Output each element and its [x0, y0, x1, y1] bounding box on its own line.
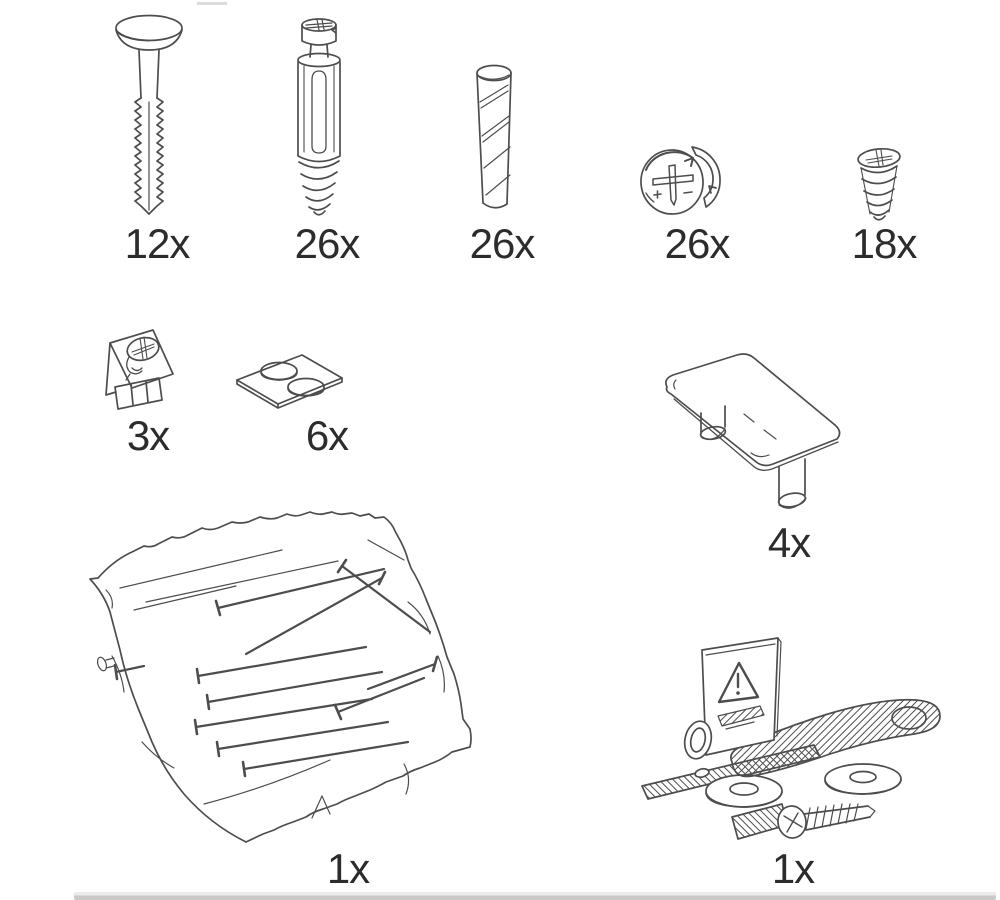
part-bracket-with-screw — [96, 324, 188, 412]
qty-rib-shank-screw: 12x — [124, 220, 191, 267]
qty-cam-lock: 26x — [664, 220, 731, 267]
connecting-dowel-bolt-icon — [297, 18, 341, 216]
plinth-foot-icon — [665, 353, 841, 509]
cam-lock-fastener-icon — [640, 146, 721, 215]
part-rib-shank-screw — [110, 12, 198, 218]
nail-bag-icon — [89, 511, 472, 843]
qty-small-screw: 18x — [851, 220, 918, 267]
qty-connecting-dowel-bolt: 26x — [294, 220, 361, 267]
part-wood-dowel — [468, 62, 520, 214]
qty-nail-bag: 1x — [326, 845, 370, 892]
qty-glide-plate: 6x — [305, 412, 349, 459]
part-connecting-dowel-bolt — [291, 16, 347, 218]
part-safety-strap-kit — [632, 636, 956, 856]
part-cam-lock — [634, 138, 728, 222]
qty-bracket-with-screw: 3x — [126, 412, 170, 459]
qty-safety-strap-kit: 1x — [771, 845, 815, 892]
part-plinth-foot — [652, 352, 848, 518]
part-glide-plate — [233, 347, 346, 410]
rib-shank-screw-icon — [115, 14, 183, 215]
part-nail-bag — [86, 506, 488, 854]
part-small-screw — [852, 146, 906, 224]
bracket-with-screw-icon — [105, 329, 174, 410]
qty-wood-dowel: 26x — [469, 220, 536, 267]
scan-artifact — [197, 2, 227, 5]
safety-strap-kit-icon — [641, 637, 941, 840]
wood-dowel-icon — [476, 64, 512, 209]
glide-plate-icon — [236, 354, 343, 409]
small-screw-icon — [857, 147, 901, 221]
page-divider — [74, 892, 996, 900]
qty-plinth-foot: 4x — [767, 519, 811, 566]
